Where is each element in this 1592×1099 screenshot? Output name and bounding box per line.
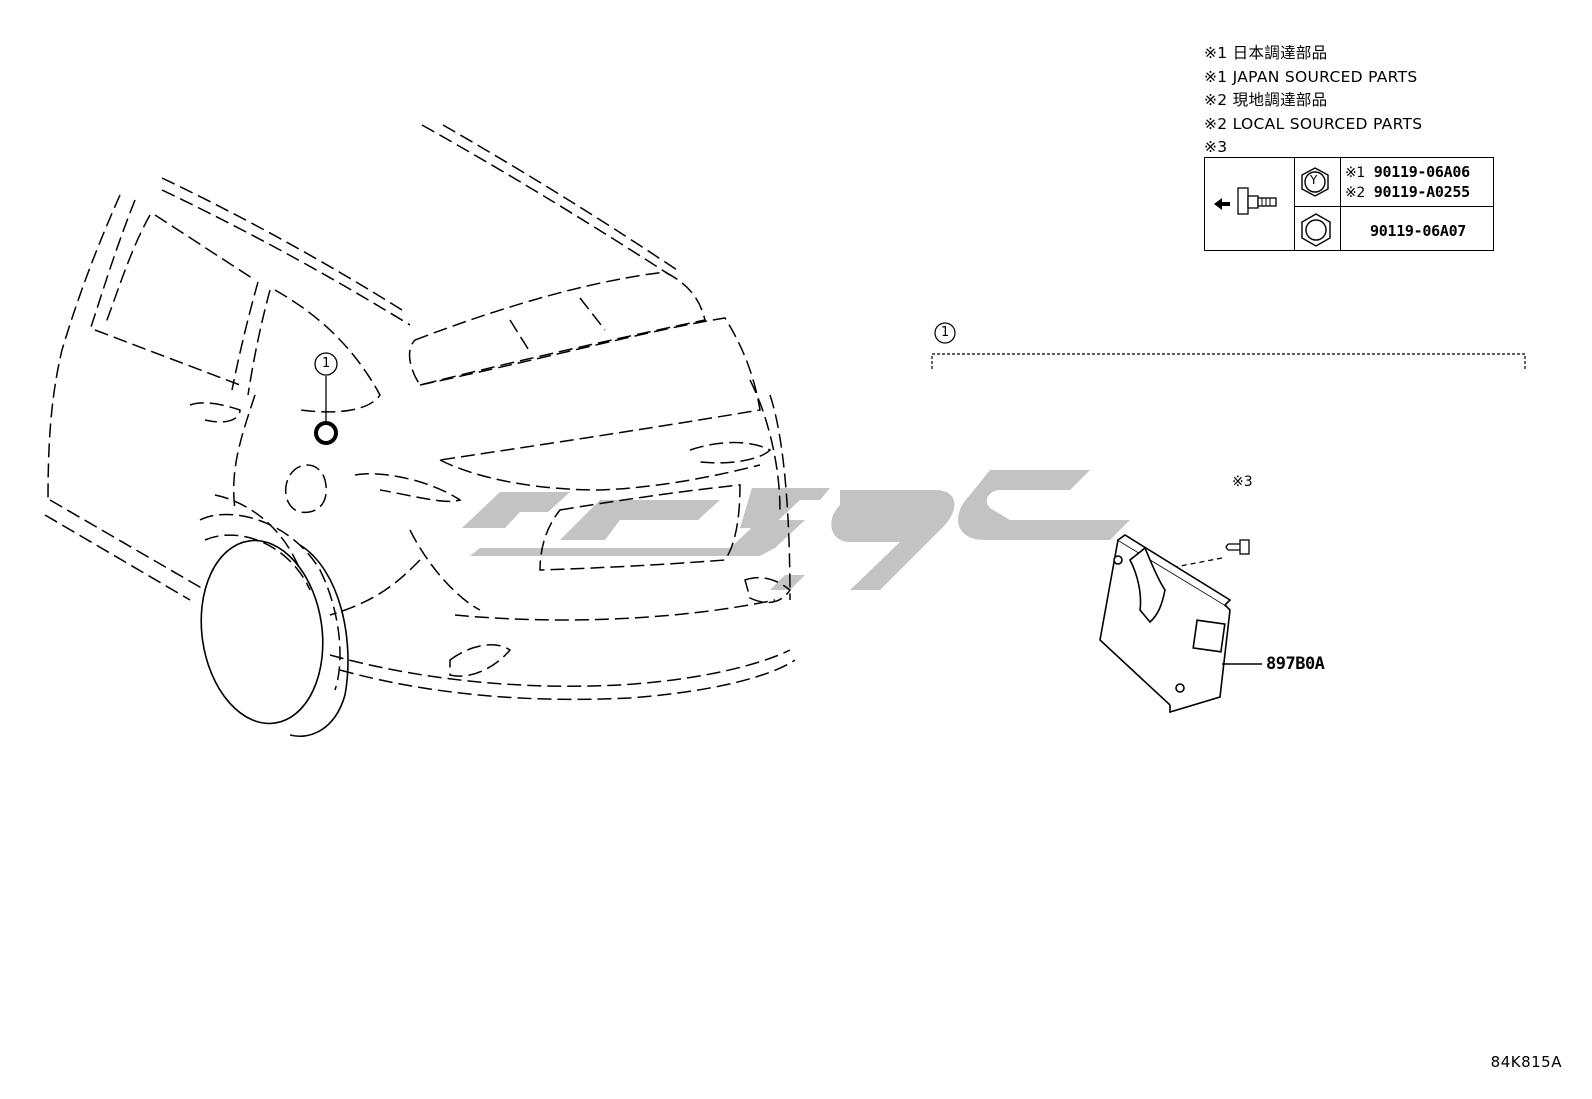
note-local-sourced-en: ※2 LOCAL SOURCED PARTS [1204,114,1423,133]
bolt-arrow-icon [1214,187,1277,215]
fastener-reference-table [1204,157,1494,251]
part-number-callout[interactable]: 897B0A [1266,654,1325,674]
part-number-row2[interactable]: 90119-06A07 [1370,222,1467,240]
part-number-row1-line1[interactable]: ※1 90119-06A06 [1345,163,1470,181]
note-fastener-ref: ※3 [1204,138,1228,156]
part-number-row1-line2[interactable]: ※2 90119-A0255 [1345,183,1470,201]
sourcing-mark: ※2 [1345,185,1366,201]
flange-nut-y-icon [1301,167,1329,197]
group-bracket-number: 1 [941,325,950,340]
ecu-module [1099,534,1262,714]
bolt-ref-mark: ※3 [1232,474,1253,490]
sourcing-notes: ※1 日本調達部品 ※1 JAPAN SOURCED PARTS ※2 現地調達… [1204,42,1422,160]
vehicle-rear-wheel [200,539,349,737]
vehicle-marker-number: 1 [322,356,331,371]
group-bracket [931,322,1526,369]
table-divider [1294,158,1295,250]
note-japan-sourced-en: ※1 JAPAN SOURCED PARTS [1204,67,1418,86]
vehicle-outline [44,124,796,701]
table-divider [1340,158,1341,250]
hex-nut-icon [1301,213,1331,247]
vehicle-location-marker [314,352,338,445]
nut-type-letter: Y [1310,173,1318,187]
diagram-code: 84K815A [1490,1053,1562,1071]
note-japan-sourced-jp: ※1 日本調達部品 [1204,44,1328,62]
bolt-fastener [1169,539,1250,569]
note-local-sourced-jp: ※2 現地調達部品 [1204,91,1328,109]
watermark-logo [462,470,1130,590]
part-number-text: 90119-06A06 [1373,163,1470,181]
table-divider [1294,206,1493,207]
part-number-text: 90119-A0255 [1373,183,1470,201]
sourcing-mark: ※1 [1345,165,1366,181]
